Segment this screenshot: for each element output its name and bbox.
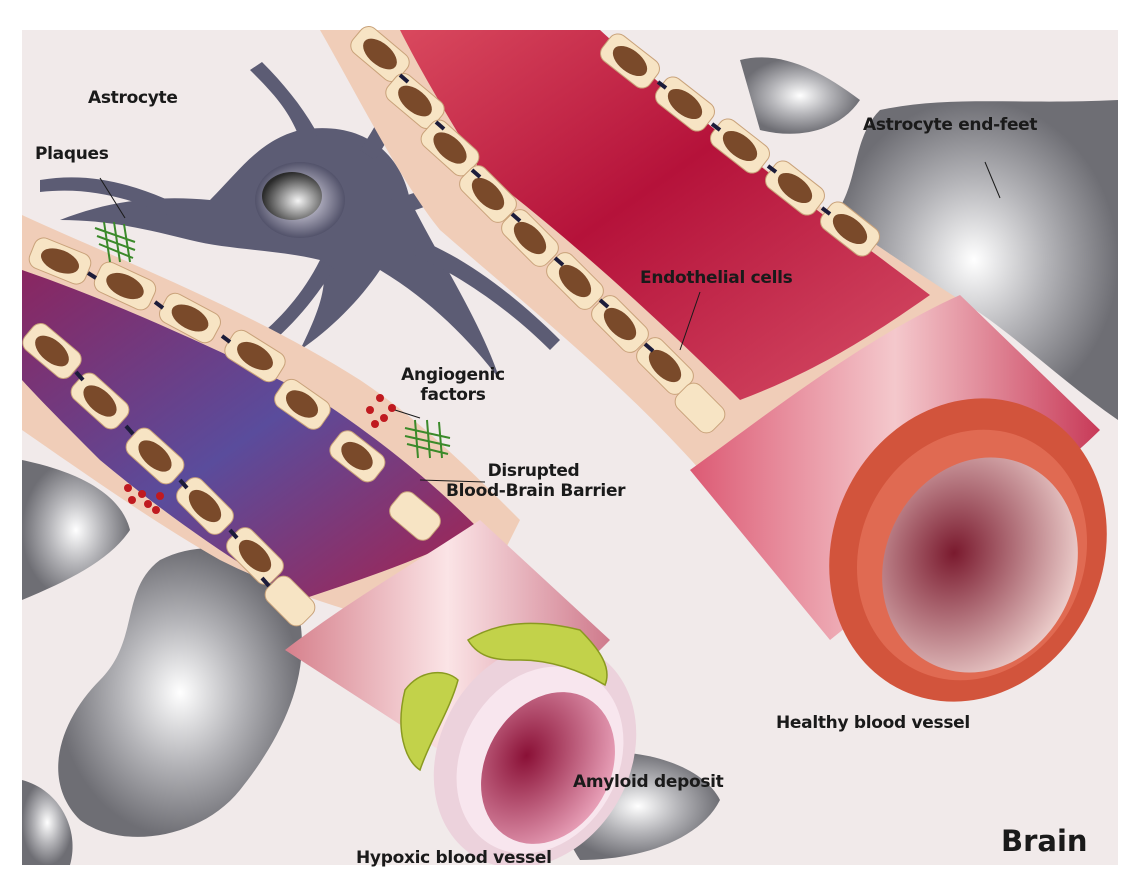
label-disrupted-bbb-line2: Blood-Brain Barrier — [446, 482, 621, 502]
label-disrupted-bbb: Disrupted Blood-Brain Barrier — [446, 462, 621, 501]
label-astrocyte: Astrocyte — [88, 89, 178, 109]
label-healthy-blood-vessel: Healthy blood vessel — [776, 714, 970, 734]
label-hypoxic-blood-vessel: Hypoxic blood vessel — [356, 849, 552, 869]
label-angiogenic-factors-line2: factors — [393, 386, 513, 406]
label-plaques: Plaques — [35, 145, 109, 165]
label-angiogenic-factors-line1: Angiogenic — [393, 366, 513, 386]
label-amyloid-deposit: Amyloid deposit — [573, 773, 724, 793]
label-endothelial-cells: Endothelial cells — [640, 269, 792, 289]
label-angiogenic-factors: Angiogenic factors — [393, 366, 513, 405]
label-astrocyte-end-feet: Astrocyte end-feet — [863, 116, 1037, 136]
label-disrupted-bbb-line1: Disrupted — [446, 462, 621, 482]
label-brain: Brain — [1001, 825, 1088, 858]
astrocyte-nucleus — [262, 172, 322, 220]
